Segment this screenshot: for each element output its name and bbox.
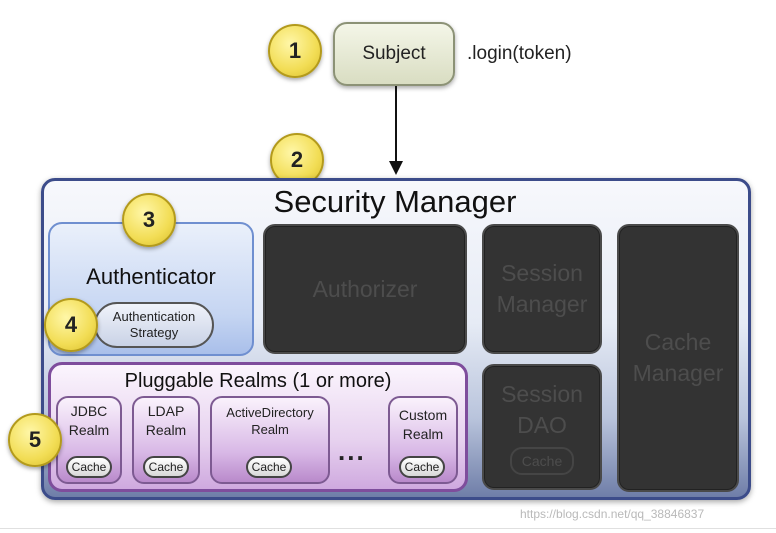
activedirectory-realm-cache: Cache — [246, 456, 292, 478]
activedirectory-realm-line1: ActiveDirectory — [226, 405, 314, 420]
ldap-realm-line2: Realm — [145, 422, 187, 438]
authentication-strategy-line1: Authentication — [112, 309, 196, 324]
custom-realm-line2: Realm — [402, 426, 444, 442]
custom-realm-line1: Custom — [398, 407, 448, 423]
activedirectory-realm-line2: Realm — [251, 422, 289, 437]
custom-realm-label: Custom Realm — [388, 406, 458, 444]
subject-box: Subject — [333, 22, 455, 86]
bottom-divider — [0, 528, 776, 529]
security-manager-title: Security Manager — [273, 184, 517, 219]
session-manager-line1: Session — [501, 260, 583, 286]
jdbc-realm-cache: Cache — [66, 456, 112, 478]
session-dao-line2: DAO — [517, 412, 567, 438]
authenticator-label: Authenticator — [86, 264, 216, 289]
cache-manager-box: Cache Manager — [617, 224, 739, 492]
authentication-strategy-box: Authentication Strategy — [94, 302, 214, 348]
session-manager-box: Session Manager — [482, 224, 602, 354]
jdbc-realm-label: JDBC Realm — [56, 402, 122, 440]
session-manager-line2: Manager — [496, 291, 588, 317]
session-dao-box: Session DAO Cache — [482, 364, 602, 490]
subject-label: Subject — [362, 43, 426, 64]
custom-realm-cache: Cache — [399, 456, 445, 478]
step-5-badge: 5 — [8, 413, 62, 467]
authorizer-box: Authorizer — [263, 224, 467, 354]
ldap-realm-line1: LDAP — [147, 403, 185, 419]
cache-manager-line2: Manager — [632, 360, 724, 386]
login-arrow-head — [389, 161, 403, 175]
login-call-label: .login(token) — [467, 43, 572, 64]
watermark-url: https://blog.csdn.net/qq_38846837 — [520, 507, 705, 521]
step-4-badge: 4 — [44, 298, 98, 352]
more-realms-ellipsis: ... — [338, 436, 366, 466]
jdbc-realm-line2: Realm — [68, 422, 110, 438]
login-arrow-line — [395, 86, 397, 164]
ldap-realm-cache: Cache — [143, 456, 189, 478]
jdbc-realm-line1: JDBC — [70, 403, 108, 419]
cache-manager-line1: Cache — [644, 329, 712, 355]
session-dao-cache: Cache — [510, 447, 574, 475]
step-3-badge: 3 — [122, 193, 176, 247]
ldap-realm-label: LDAP Realm — [132, 402, 200, 440]
authorizer-label: Authorizer — [312, 275, 418, 302]
activedirectory-realm-label: ActiveDirectory Realm — [210, 404, 330, 438]
session-dao-line1: Session — [501, 381, 583, 407]
pluggable-realms-title: Pluggable Realms (1 or more) — [124, 370, 392, 392]
step-1-badge: 1 — [268, 24, 322, 78]
authentication-strategy-line2: Strategy — [129, 325, 179, 340]
